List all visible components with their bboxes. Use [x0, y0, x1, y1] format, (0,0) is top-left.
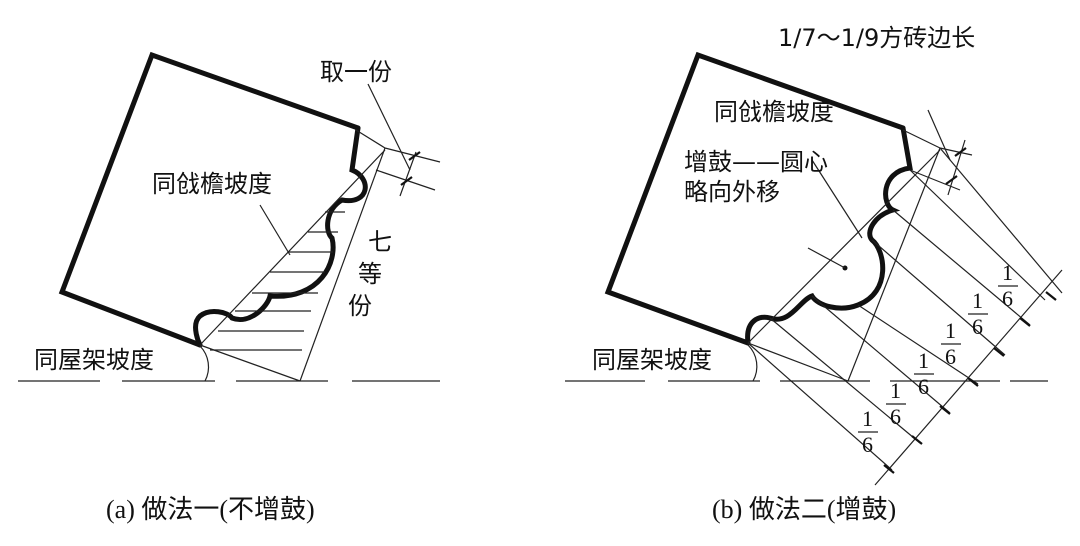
ext-line-a: [384, 147, 441, 163]
ext-line-b: [909, 169, 961, 191]
rafter-slope-line-b: [747, 149, 941, 344]
fraction-numerator: 1: [945, 318, 956, 343]
dim-tick-a: [408, 151, 421, 161]
diag-line-b: [939, 147, 1063, 294]
dim-tick-b: [1045, 291, 1057, 301]
fraction-denominator: 6: [1002, 286, 1013, 311]
division-line-b: [847, 147, 941, 382]
roof-slope-line-b: [747, 342, 849, 382]
label-equal: 等: [358, 260, 382, 288]
label-drum: 增鼓——圆心: [684, 148, 828, 176]
dim-line-a: [399, 151, 417, 197]
label-seven: 七: [368, 228, 392, 256]
dim-tick-b: [939, 405, 951, 415]
leader-rafter-slope-a: [259, 204, 291, 256]
dim-tick-a: [400, 176, 413, 186]
diag-line-b: [769, 317, 921, 444]
fraction-3: 1 6: [941, 318, 961, 369]
dim-tick-b-top: [954, 147, 967, 157]
fraction-denominator: 6: [890, 404, 901, 429]
diag-line-b: [871, 239, 1006, 356]
fraction-numerator: 1: [918, 348, 929, 373]
fraction-2: 1 6: [968, 288, 988, 339]
fraction-denominator: 6: [918, 374, 929, 399]
label-shift: 略向外移: [684, 178, 780, 206]
label-roof-slope-a: 同屋架坡度: [34, 346, 154, 374]
diag-line-b: [747, 342, 893, 471]
diag-line-b: [811, 295, 951, 414]
leader-take-one: [367, 83, 411, 171]
fraction-denominator: 6: [972, 314, 983, 339]
label-rafter-slope-a: 同戗檐坡度: [152, 170, 272, 198]
cyma-profile-a: [193, 125, 368, 348]
roof-slope-line-a: [199, 344, 301, 382]
leader-range: [927, 109, 951, 161]
label-rafter-slope-b: 同戗檐坡度: [714, 98, 834, 126]
diagram-a: 取一份 同戗檐坡度 七 等 份 同屋架坡度: [18, 51, 441, 382]
division-line-a: [299, 147, 386, 382]
dim-tick-b-top: [945, 175, 958, 185]
leader-rafter-slope-b: [811, 159, 863, 239]
fraction-denominator: 6: [945, 344, 956, 369]
label-range: 1/7～1/9方砖边长: [778, 24, 975, 52]
fraction-numerator: 1: [890, 378, 901, 403]
label-roof-slope-b: 同屋架坡度: [592, 346, 712, 374]
fraction-1: 1 6: [998, 260, 1018, 311]
caption-b: (b) 做法二(增鼓): [712, 495, 896, 524]
dim-tick-b: [1019, 317, 1031, 327]
dim-tick-b: [993, 347, 1005, 357]
fraction-6: 1 6: [858, 406, 878, 457]
angle-arc-a: [199, 345, 210, 382]
diag-line-b: [909, 169, 1046, 301]
diag-line-b: [857, 304, 979, 385]
top-edge-extension-a: [355, 129, 386, 149]
dim-tick-b: [967, 377, 979, 387]
fraction-numerator: 1: [862, 406, 873, 431]
brick-outline-a: [58, 51, 361, 348]
diag-line-b: [892, 209, 1031, 326]
dim-tick-b: [883, 464, 895, 474]
leader-drum-center: [807, 247, 846, 269]
fraction-numerator: 1: [1002, 260, 1013, 285]
fraction-denominator: 6: [862, 432, 873, 457]
label-take-one: 取一份: [320, 58, 392, 86]
dim-tick-b: [911, 435, 923, 445]
angle-arc-b: [747, 344, 758, 382]
fraction-numerator: 1: [972, 288, 983, 313]
label-parts: 份: [348, 292, 372, 320]
dim-line-b-top: [947, 139, 966, 196]
caption-a: (a) 做法一(不增鼓): [106, 495, 315, 524]
brick-outline-b: [604, 51, 906, 346]
top-edge-extension-b: [902, 129, 941, 149]
fraction-5: 1 6: [886, 378, 906, 429]
diagram-b: 1 6 1 6 1 6 1 6 1 6 1 6 1/7: [565, 24, 1063, 486]
fraction-4: 1 6: [914, 348, 934, 399]
rafter-slope-line-a: [199, 149, 386, 346]
